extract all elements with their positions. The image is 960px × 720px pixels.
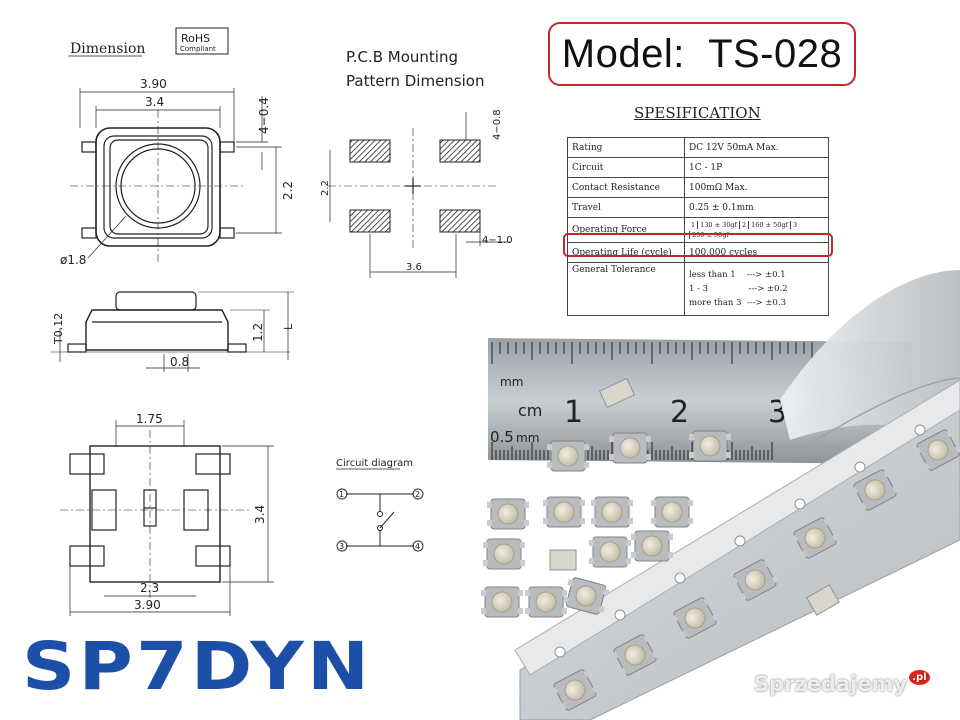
dim-top-outer: 3.90 (140, 77, 167, 91)
ruler-num-1: 1 (564, 395, 583, 430)
ruler-cm: cm (518, 401, 542, 420)
table-row: Operating Life (cycle)100,000 cycles (567, 242, 829, 263)
dim-pcb-gap: 4−1.0 (482, 235, 513, 246)
pcb-title-2: Pattern Dimension (346, 72, 484, 90)
dim-top-lead: 4−0.4 (257, 97, 271, 134)
dim-side-h: 1.2 (251, 323, 265, 342)
ruler-mm-2: mm (516, 431, 539, 445)
operating-life-highlight (563, 233, 833, 257)
dim-top-height: 2.2 (281, 181, 295, 200)
circuit-pin-1: 1 (339, 490, 344, 499)
pcb-pad (439, 209, 481, 233)
circuit-pin-3: 3 (339, 542, 344, 551)
dim-bottom-outer: 3.90 (134, 598, 161, 612)
ruler-num-2: 2 (670, 395, 689, 430)
model-label: Model: (561, 31, 685, 76)
pcb-pad (349, 139, 391, 163)
dim-side-w: 0.8 (170, 355, 189, 369)
loose-switches (480, 377, 840, 618)
ruler-half: 0.5 (490, 428, 514, 446)
dim-pcb-width: 3.6 (406, 262, 422, 273)
dim-pcb-pad: 4−0.8 (492, 109, 503, 140)
pcb-pad (439, 139, 481, 163)
rohs-sub: Compliant (180, 45, 216, 53)
dim-bottom-side: 3.4 (253, 505, 267, 524)
dim-side-l: L (282, 323, 295, 330)
model-value: TS-028 (708, 31, 843, 76)
pcb-title-1: P.C.B Mounting (346, 48, 458, 66)
brand-logo: SP7DYN (22, 628, 373, 705)
model-box: Model: TS-028 (548, 22, 856, 86)
technical-drawing: Dimension RoHS Compliant 3.90 3.4 2.2 4−… (50, 27, 513, 616)
spec-title: SPESIFICATION (634, 104, 761, 122)
rohs-label: RoHS (181, 32, 210, 45)
pcb-pad (349, 209, 391, 233)
dim-side-t: T0.12 (52, 313, 65, 345)
carrier-tape (514, 379, 960, 720)
dim-top-inner: 3.4 (145, 95, 164, 109)
dim-pcb-height: 2.2 (320, 180, 331, 196)
dim-top-diameter: ø1.8 (60, 253, 86, 267)
circuit-pin-2: 2 (415, 490, 420, 499)
circuit-title: Circuit diagram (336, 458, 413, 469)
dim-bottom-inner: 2.3 (140, 581, 159, 595)
ruler-mm: mm (500, 375, 523, 389)
dim-bottom-top: 1.75 (136, 412, 163, 426)
watermark: Sprzedajemy.pl (754, 670, 930, 696)
circuit-pin-4: 4 (415, 542, 420, 551)
product-photo: mm cm 1 2 3 0.5 mm (480, 270, 960, 720)
dimension-title: Dimension (70, 41, 145, 57)
